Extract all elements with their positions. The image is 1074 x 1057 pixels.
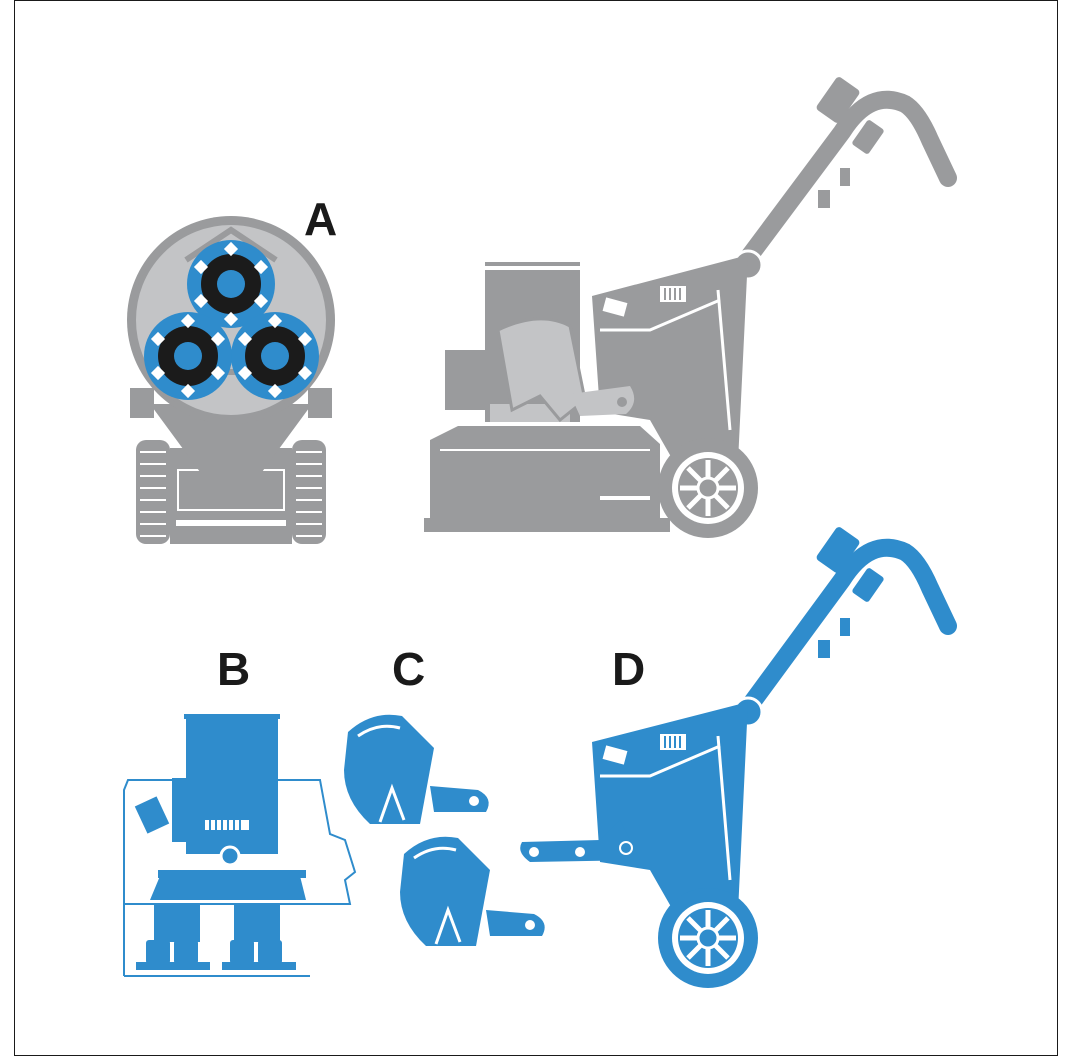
panel-label-b: B bbox=[217, 646, 250, 692]
frame-diagram bbox=[520, 526, 948, 988]
guard-diagram-upper bbox=[344, 715, 489, 824]
grinding-head-front-view bbox=[127, 216, 335, 544]
panel-label-a: A bbox=[304, 196, 337, 242]
grinder-side-view bbox=[424, 76, 948, 538]
panel-label-d: D bbox=[612, 646, 645, 692]
panel-label-c: C bbox=[392, 646, 425, 692]
drive-unit-diagram bbox=[124, 714, 355, 976]
